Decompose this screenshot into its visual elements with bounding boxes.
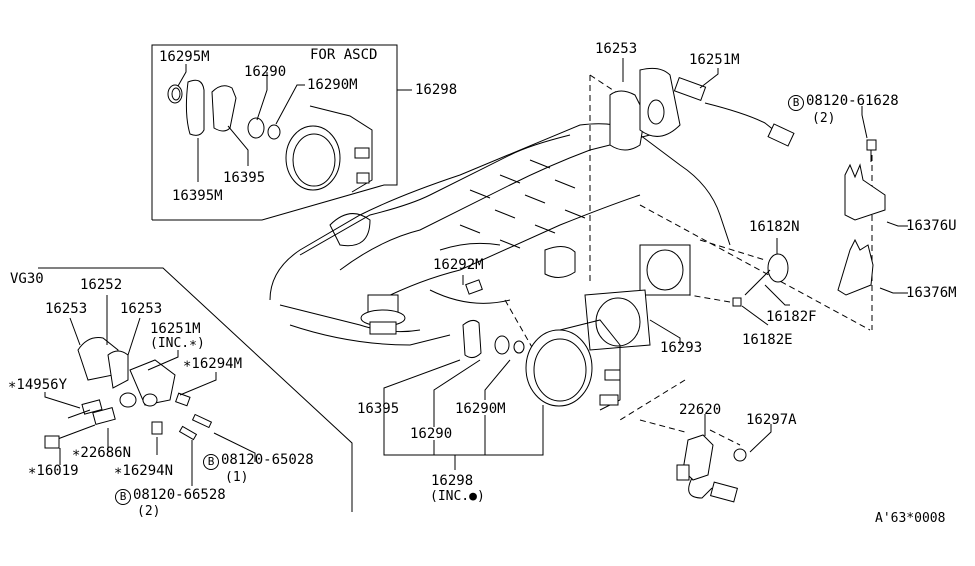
part-label-22620[interactable]: 22620: [679, 402, 722, 418]
bolt-qty-66528: (2): [137, 504, 161, 519]
bolt-qty-65028: (1): [225, 470, 249, 485]
bolt-qty-61628: (2): [812, 111, 836, 126]
part-label-16290M-inset[interactable]: 16290M: [307, 77, 358, 93]
part-note-16251M-inc: (INC.∗): [150, 336, 205, 351]
part-label-16253-vg30-left[interactable]: 16253: [45, 301, 88, 317]
part-label-16253-top[interactable]: 16253: [595, 41, 638, 57]
part-label-22686N[interactable]: ∗22686N: [72, 445, 132, 461]
part-label-16251M-vg30[interactable]: 16251M: [150, 321, 201, 337]
part-label-16294N[interactable]: ∗16294N: [114, 463, 174, 479]
center-parts: [383, 275, 544, 470]
part-label-16253-vg30-right[interactable]: 16253: [120, 301, 163, 317]
part-label-16292M[interactable]: 16292M: [433, 257, 484, 273]
bolt-b-icon: B: [115, 489, 131, 505]
bolt-code: 08120-65028: [221, 452, 314, 468]
part-label-16395-center[interactable]: 16395: [357, 401, 400, 417]
part-label-16182E[interactable]: 16182E: [742, 332, 793, 348]
ascd-inset-frame: [151, 44, 412, 221]
intake-manifold: [269, 123, 731, 346]
part-label-16290-center[interactable]: 16290: [410, 426, 453, 442]
part-label-16298-center[interactable]: 16298: [431, 473, 474, 489]
bolt-b-icon: B: [788, 95, 804, 111]
part-label-16295M[interactable]: 16295M: [159, 49, 210, 65]
vg30-label: VG30: [10, 271, 44, 287]
part-label-16293[interactable]: 16293: [660, 340, 703, 356]
part-label-16376U[interactable]: 16376U: [906, 218, 957, 234]
part-label-16376M[interactable]: 16376M: [906, 285, 957, 301]
figure-code: A'63*0008: [875, 511, 946, 526]
part-label-16395M[interactable]: 16395M: [172, 188, 223, 204]
part-note-16298-inc: (INC.●): [430, 489, 485, 504]
part-label-16182F[interactable]: 16182F: [766, 309, 817, 325]
dashed-leaders: [504, 74, 873, 446]
part-label-16252[interactable]: 16252: [80, 277, 123, 293]
part-label-16294M[interactable]: ∗16294M: [183, 356, 243, 372]
bolt-code: 08120-61628: [806, 93, 899, 109]
part-label-16290M-center[interactable]: 16290M: [455, 401, 506, 417]
part-label-16297A[interactable]: 16297A: [746, 412, 797, 428]
for-ascd-note: FOR ASCD: [310, 47, 378, 63]
part-label-16298-inset[interactable]: 16298: [415, 82, 458, 98]
part-label-16019[interactable]: ∗16019: [28, 463, 79, 479]
part-label-14956Y[interactable]: ∗14956Y: [8, 377, 68, 393]
part-label-16182N[interactable]: 16182N: [749, 219, 800, 235]
part-label-16395-inset[interactable]: 16395: [223, 170, 266, 186]
bolt-code: 08120-66528: [133, 487, 226, 503]
vg30-inset: [38, 267, 353, 512]
bolt-b-icon: B: [203, 454, 219, 470]
top-right-parts: [525, 58, 908, 411]
part-label-16251M-top[interactable]: 16251M: [689, 52, 740, 68]
ascd-inset-parts: [167, 64, 373, 193]
bottom-right-parts: [676, 414, 772, 503]
part-label-16290-inset[interactable]: 16290: [244, 64, 287, 80]
